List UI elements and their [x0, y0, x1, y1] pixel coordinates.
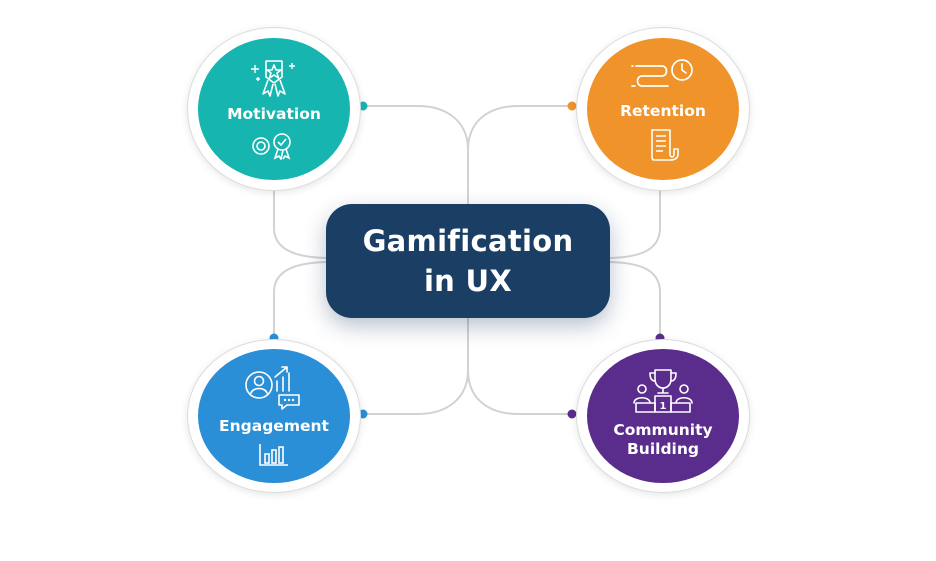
node-retention: Retention — [576, 27, 750, 191]
node-community-building: 1 Community Building — [576, 339, 750, 493]
connector-retention — [467, 105, 572, 151]
connector-dot — [567, 409, 577, 419]
node-engagement: Engagement — [187, 339, 361, 493]
node-retention-label: Retention — [620, 102, 706, 121]
node-motivation-disc: Motivation — [198, 37, 350, 181]
trophy-podium-icon: 1 — [633, 369, 693, 413]
coins-badge-icon — [252, 133, 291, 161]
document-icon — [651, 129, 679, 162]
node-engagement-disc: Engagement — [198, 349, 350, 483]
connector-engagement — [273, 261, 331, 338]
connector-motivation-lower — [273, 181, 331, 259]
center-title: Gamification in UX — [362, 224, 574, 298]
node-retention-disc: Retention — [587, 37, 739, 181]
connector-community-lower — [467, 369, 572, 415]
node-community-building-disc: 1 Community Building — [587, 349, 739, 483]
connector-dot — [567, 101, 577, 111]
connector-engagement-lower — [363, 314, 469, 415]
connector-retention-lower — [605, 181, 661, 259]
user-growth-chat-icon — [245, 365, 300, 410]
node-engagement-label: Engagement — [219, 416, 329, 435]
center-node: Gamification in UX — [326, 204, 610, 318]
connector-motivation — [363, 105, 469, 210]
timeline-clock-icon — [631, 59, 693, 88]
node-motivation-label: Motivation — [227, 105, 321, 124]
node-community-building-label: Community Building — [613, 421, 713, 458]
svg-text:1: 1 — [660, 401, 667, 412]
connector-community — [605, 261, 661, 338]
ribbon-medal-icon — [250, 60, 295, 98]
node-motivation: Motivation — [187, 27, 361, 191]
bar-chart-icon — [259, 443, 288, 466]
